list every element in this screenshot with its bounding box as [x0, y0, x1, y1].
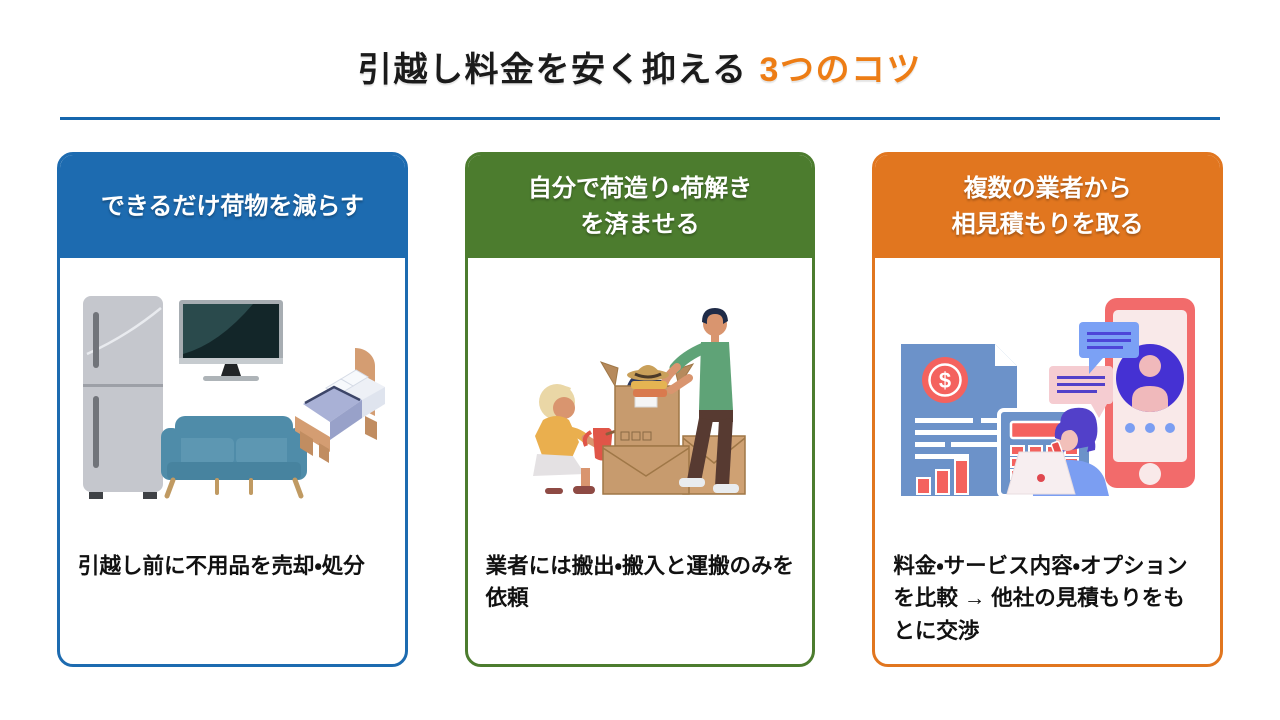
furniture-set-illustration	[83, 296, 386, 499]
card-header-reduce-luggage: できるだけ荷物を減らす	[60, 155, 405, 258]
invoice-document-icon: $	[900, 344, 1017, 496]
couple-packing-boxes-illustration	[533, 308, 746, 495]
card-reduce-luggage: できるだけ荷物を減らす	[57, 152, 408, 667]
card-description: 引越し前に不用品を売却・処分	[78, 554, 365, 578]
chat-bubble-icons	[1048, 322, 1139, 418]
card-description: 業者には搬出・搬入と運搬のみを依頼	[485, 554, 794, 611]
estimate-comparison-illustration: $	[900, 298, 1195, 498]
card-header-label: 複数の業者から 相見積もりを取る	[951, 174, 1144, 238]
title-divider	[60, 117, 1220, 120]
television-icon	[179, 300, 284, 381]
card-description: 料金・サービス内容・オプションを比較 → 他社の見積もりをもとに交渉	[893, 554, 1188, 643]
page-title: 引越し料金を安く抑える 3つのコツ	[0, 42, 1280, 91]
dollar-sign-icon: $	[939, 368, 951, 393]
card-header-label: 自分で荷造り・荷解き を済ませる	[527, 174, 753, 238]
card-header-self-packing: 自分で荷造り・荷解き を済ませる	[467, 155, 813, 258]
woman-on-laptop-icon	[1006, 407, 1109, 496]
furniture-illustration	[60, 258, 405, 546]
title-accent: 3つのコツ	[759, 51, 922, 89]
card-multiple-quotes: 複数の業者から 相見積もりを取る $	[872, 152, 1224, 667]
avatar	[1131, 355, 1168, 412]
card-header-label: できるだけ荷物を減らす	[100, 192, 364, 220]
tips-cards: できるだけ荷物を減らす	[57, 152, 1224, 667]
card-header-multiple-quotes: 複数の業者から 相見積もりを取る	[875, 155, 1221, 258]
refrigerator-icon	[83, 296, 164, 499]
estimate-illustration: $	[875, 258, 1220, 546]
man-carrying-clothes-icon	[627, 308, 739, 493]
title-main: 引越し料金を安く抑える	[358, 51, 748, 89]
sofa-icon	[161, 416, 308, 499]
bed-icon	[295, 348, 386, 463]
packing-illustration	[468, 258, 813, 546]
card-self-packing: 自分で荷造り・荷解き を済ませる	[464, 152, 816, 667]
